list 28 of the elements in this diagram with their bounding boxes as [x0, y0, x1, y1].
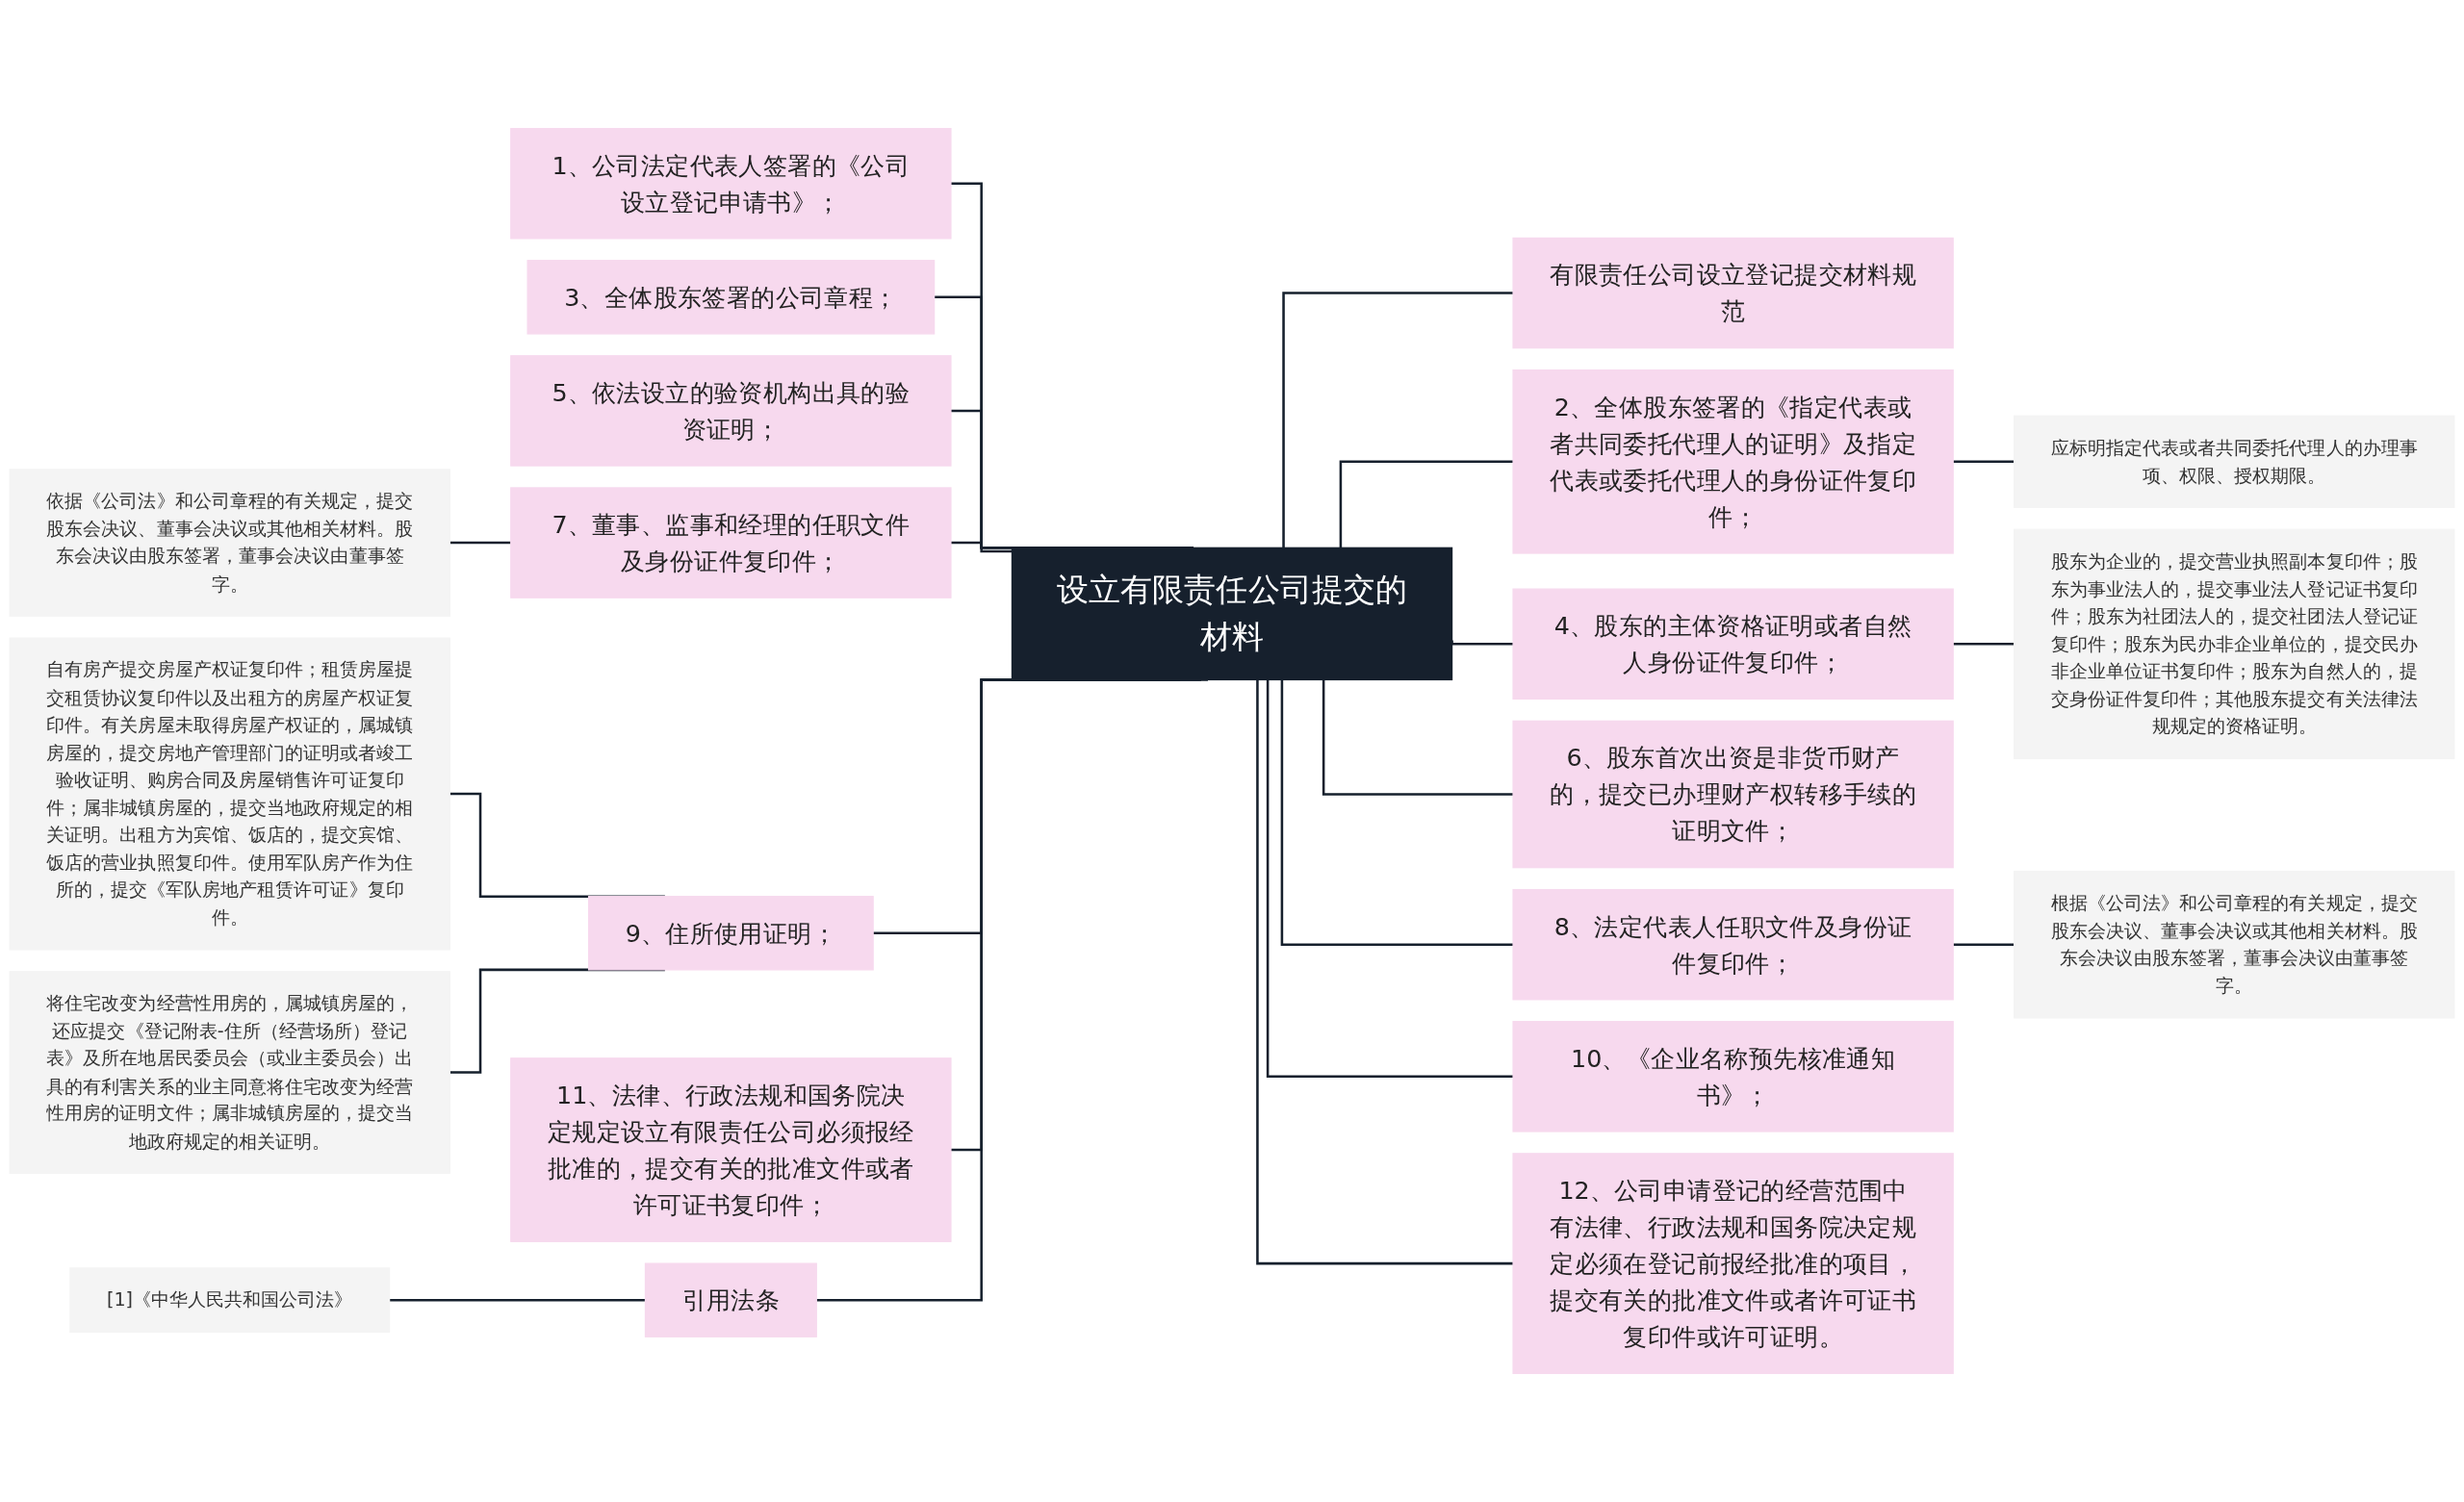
node-box: 3、全体股东签署的公司章程； — [526, 260, 936, 335]
node-box: 8、法定代表人任职文件及身份证件复印件； — [1512, 888, 1954, 1001]
connector — [1266, 679, 1514, 1079]
connector — [1282, 292, 1514, 548]
node-box: 6、股东首次出资是非货币财产的，提交已办理财产权转移手续的证明文件； — [1512, 720, 1954, 869]
node-box: 根据《公司法》和公司章程的有关规定，提交股东会决议、董事会决议或其他相关材料。股东会决议由股东签署，董事会决议由董事签字。 — [2014, 870, 2455, 1019]
node-box: 7、董事、监事和经理的任职文件及身份证件复印件； — [510, 487, 952, 598]
node-box: 股东为企业的，提交营业执照副本复印件；股东为事业法人的，提交事业法人登记证书复印件；股东为社团法人的，提交社团法人登记证复印件；股东为民办非企业单位的，提交民办非企业单位证书复印件；股东为自然人的，提交身份证件复印件；其他股东提交有关法律法规规定的资格证明。 — [2014, 528, 2455, 759]
connector — [1322, 679, 1514, 796]
connector — [1280, 679, 1514, 946]
node-box: 引用法条 — [644, 1262, 817, 1337]
node-box: 应标明指定代表或者共同委托代理人的办理事项、权限、授权期限。 — [2014, 415, 2455, 509]
node-box: 有限责任公司设立登记提交材料规范 — [1512, 237, 1954, 349]
node-box: 12、公司申请登记的经营范围中有法律、行政法规和国务院决定规定必须在登记前报经批准的项目，提交有关的批准文件或者许可证书复印件或许可证明。 — [1512, 1153, 1954, 1375]
node-box: 依据《公司法》和公司章程的有关规定，提交股东会决议、董事会决议或其他相关材料。股东会决议由股东签署，董事会决议由董事签字。 — [9, 469, 450, 617]
node-box: 5、依法设立的验资机构出具的验资证明； — [510, 355, 952, 467]
connector — [1256, 679, 1514, 1265]
node-box: 将住宅改变为经营性用房的，属城镇房屋的，还应提交《登记附表-住所（经营场所）登记表》及所在地居民委员会（或业主委员会）出具的有利害关系的业主同意将住宅改变为经营性用房的证明文件；属非城镇房屋的，提交当地政府规定的相关证明。 — [9, 971, 450, 1174]
node-box: 2、全体股东签署的《指定代表或者共同委托代理人的证明》及指定代表或委托代理人的身份证件复印件； — [1512, 369, 1954, 554]
node-box: 设立有限责任公司提交的材料 — [1011, 547, 1453, 681]
node-box: 4、股东的主体资格证明或者自然人身份证件复印件； — [1512, 588, 1954, 700]
node-box: [1]《中华人民共和国公司法》 — [69, 1267, 391, 1334]
node-box: 自有房产提交房屋产权证复印件；租赁房屋提交租赁协议复印件以及出租方的房屋产权证复印件。有关房屋未取得房屋产权证的，属城镇房屋的，提交房地产管理部门的证明或者竣工验收证明、购房合同及房屋销售许可证复印件；属非城镇房屋的，提交当地政府规定的相关证明。出租方为宾馆、饭店的，提交宾馆、饭店的营业执照复印件。使用军队房产作为住所的，提交《军队房地产租赁许可证》复印件。 — [9, 637, 450, 951]
connector — [1339, 460, 1514, 548]
node-box: 11、法律、行政法规和国务院决定规定设立有限责任公司必须报经批准的，提交有关的批准文件或者许可证书复印件； — [510, 1057, 952, 1242]
node-box: 9、住所使用证明； — [587, 896, 874, 971]
node-box: 10、《企业名称预先核准通知书》； — [1512, 1021, 1954, 1133]
node-box: 1、公司法定代表人签署的《公司设立登记申请书》； — [510, 127, 952, 240]
